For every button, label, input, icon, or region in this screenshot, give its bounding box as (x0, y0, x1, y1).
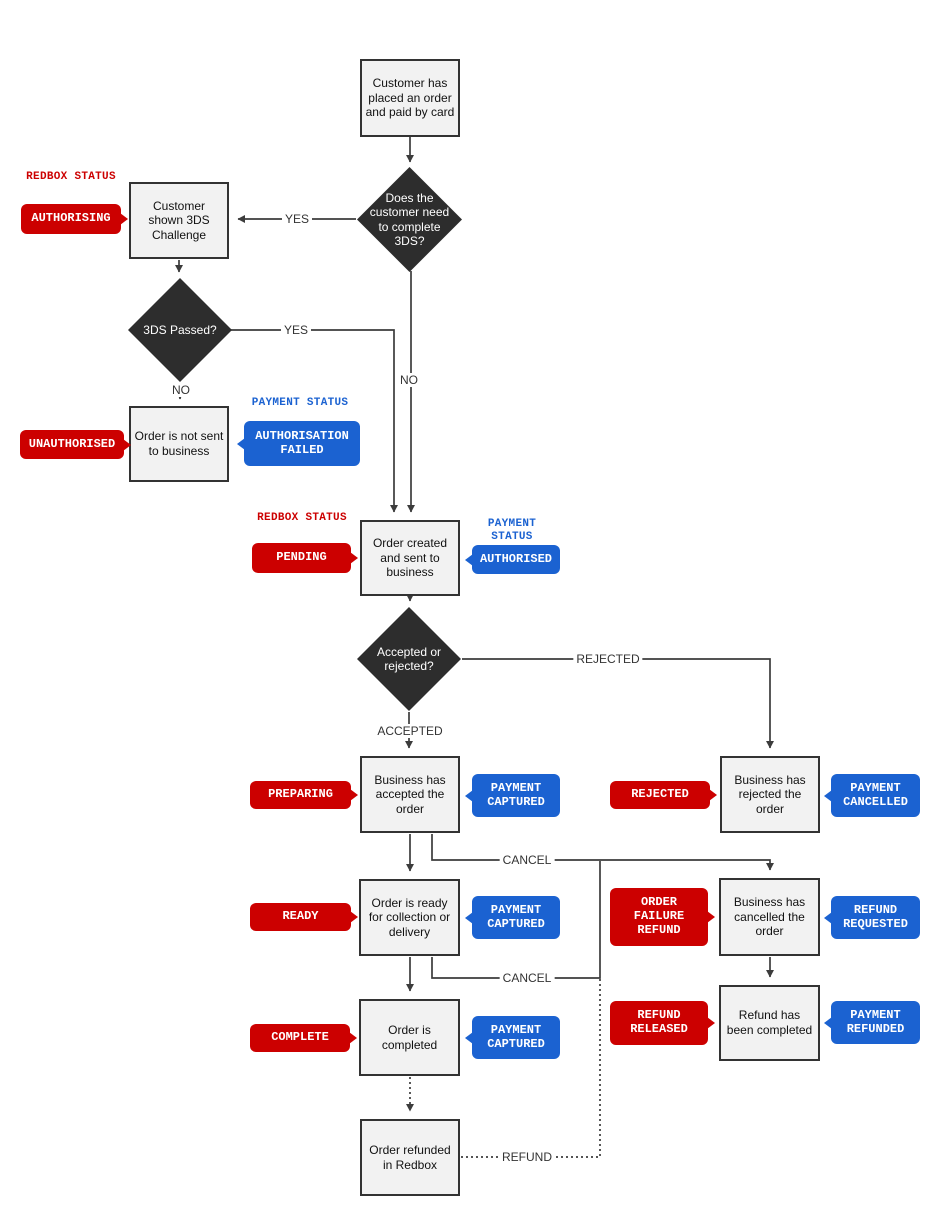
badge-pending: PENDING (252, 543, 351, 573)
decision-accepted-or-rejected-label: Accepted or rejected? (376, 644, 442, 673)
node-customer-shown-3ds: Customer shown 3DS Challenge (129, 182, 229, 259)
decision-needs-3ds: Does the customer need to complete 3DS? (357, 167, 462, 272)
badge-payment-captured-accepted: PAYMENT CAPTURED (472, 774, 560, 817)
redbox-status-caption-pending: REDBOX STATUS (257, 512, 347, 524)
badge-preparing: PREPARING (250, 781, 351, 809)
edge-label-refund: REFUND (499, 1150, 555, 1164)
badge-complete: COMPLETE (250, 1024, 350, 1052)
badge-refund-released: REFUND RELEASED (610, 1001, 708, 1045)
decision-3ds-passed-label: 3DS Passed? (143, 322, 217, 337)
redbox-status-caption-authorising: REDBOX STATUS (26, 171, 116, 183)
edge-refund-dotted (461, 979, 601, 1158)
edge-label-yes-passed: YES (280, 323, 312, 337)
node-order-ready: Order is ready for collection or deliver… (359, 879, 460, 956)
badge-rejected: REJECTED (610, 781, 710, 809)
badge-payment-captured-complete: PAYMENT CAPTURED (472, 1016, 560, 1059)
decision-accepted-or-rejected: Accepted or rejected? (357, 607, 461, 711)
node-refund-completed: Refund has been completed (719, 985, 820, 1061)
badge-payment-refunded: PAYMENT REFUNDED (831, 1001, 920, 1044)
badge-payment-cancelled: PAYMENT CANCELLED (831, 774, 920, 817)
badge-authorising: AUTHORISING (21, 204, 121, 234)
edge-label-no-needs-3ds: NO (397, 373, 421, 387)
node-order-created: Order created and sent to business (360, 520, 460, 596)
edge-label-accepted: ACCEPTED (374, 724, 446, 738)
edge-label-no-passed: NO (169, 383, 193, 397)
edge-label-cancel-accepted: CANCEL (499, 853, 555, 867)
edge-rejected-path (462, 658, 774, 749)
payment-status-caption-authorised: PAYMENT STATUS (487, 518, 537, 543)
decision-3ds-passed: 3DS Passed? (128, 278, 232, 382)
node-order-not-sent: Order is not sent to business (129, 406, 229, 482)
badge-payment-captured-ready: PAYMENT CAPTURED (472, 896, 560, 939)
badge-ready: READY (250, 903, 351, 931)
node-business-cancelled: Business has cancelled the order (719, 878, 820, 956)
decision-needs-3ds-label: Does the customer need to complete 3DS? (369, 190, 450, 248)
badge-refund-requested: REFUND REQUESTED (831, 896, 920, 939)
badge-authorisation-failed: AUTHORISATION FAILED (244, 421, 360, 466)
node-business-rejected: Business has rejected the order (720, 756, 820, 833)
node-order-refunded-redbox: Order refunded in Redbox (360, 1119, 460, 1196)
node-business-accepted: Business has accepted the order (360, 756, 460, 833)
edge-cancel-from-accepted (431, 834, 774, 871)
edge-label-cancel-ready: CANCEL (499, 971, 555, 985)
edge-label-yes-needs-3ds: YES (281, 212, 313, 226)
payment-status-caption-authfailed: PAYMENT STATUS (251, 397, 349, 409)
node-customer-placed-order: Customer has placed an order and paid by… (360, 59, 460, 137)
edge-label-rejected: REJECTED (573, 652, 643, 666)
badge-authorised: AUTHORISED (472, 545, 560, 574)
badge-unauthorised: UNAUTHORISED (20, 430, 124, 459)
badge-order-failure-refund: ORDER FAILURE REFUND (610, 888, 708, 946)
node-order-completed: Order is completed (359, 999, 460, 1076)
